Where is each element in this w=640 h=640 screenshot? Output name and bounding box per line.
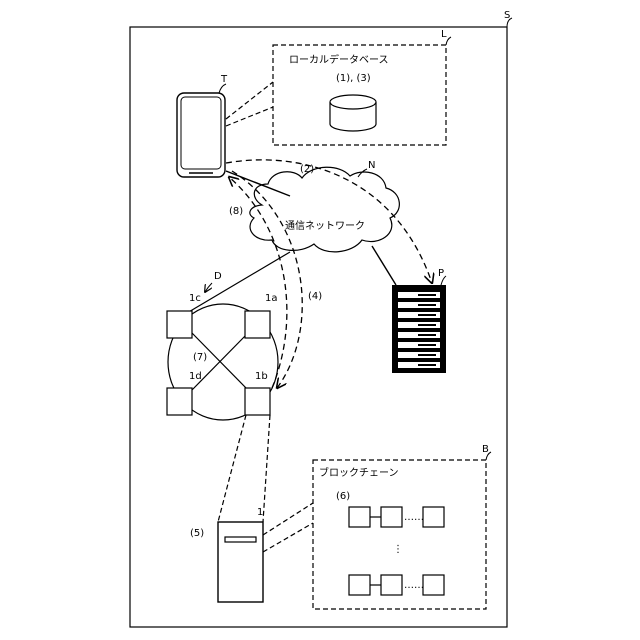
dist-network-ref-arrow <box>205 283 212 292</box>
node-1d-box <box>167 388 192 415</box>
block-row2-3 <box>423 575 444 595</box>
server-ref-label: P <box>438 268 444 279</box>
node-1c-box <box>167 311 192 338</box>
local-db-ref-leader <box>446 37 451 45</box>
flow-5-label: (5) <box>190 528 204 539</box>
terminal-ref-leader <box>219 84 226 93</box>
network-cloud <box>250 167 400 252</box>
node-1a-box <box>245 311 270 338</box>
flow-4-label: (4) <box>308 291 322 302</box>
dist-network-ref-label: D <box>214 271 222 282</box>
local-db-steps: (1), (3) <box>336 73 371 84</box>
node-1b-callout-right <box>263 415 270 522</box>
network-title: 通信ネットワーク <box>285 220 365 232</box>
flow-8-label: (8) <box>229 206 243 217</box>
database-cylinder-icon <box>330 95 376 131</box>
block-row2-1 <box>349 575 370 595</box>
local-db-ref-label: L <box>441 29 447 40</box>
server-rack-icon <box>392 285 446 373</box>
block-row1-2 <box>381 507 402 527</box>
chain-ellipsis-row1: …… <box>404 512 424 523</box>
node-main-label: 1 <box>257 507 263 518</box>
node-1b-callout-left <box>218 415 246 522</box>
node-blockchain-callout-lower <box>263 523 313 552</box>
blockchain-ref-label: B <box>482 444 489 455</box>
flow-2-label: (2) <box>300 164 314 175</box>
blockchain-title: ブロックチェーン <box>319 466 399 479</box>
flow-7-label: (7) <box>193 352 207 363</box>
terminal-db-callout-lower <box>226 107 273 126</box>
node-1b-box <box>245 388 270 415</box>
flow-6-label: (6) <box>336 491 350 502</box>
network-ref-label: N <box>368 160 375 171</box>
block-row1-1 <box>349 507 370 527</box>
node-blockchain-callout-upper <box>263 503 313 535</box>
node-1d-label: 1d <box>189 371 202 382</box>
node-1a-label: 1a <box>265 293 278 304</box>
network-server-link <box>372 246 396 285</box>
chain-vertical-ellipsis: ⋮ <box>393 544 403 555</box>
system-ref-label: S <box>504 10 510 21</box>
node-computer-icon <box>218 522 263 602</box>
block-row1-3 <box>423 507 444 527</box>
local-db-title: ローカルデータベース <box>289 53 389 66</box>
block-row2-2 <box>381 575 402 595</box>
chain-ellipsis-row2: …… <box>404 580 424 591</box>
terminal-phone-icon <box>177 93 225 177</box>
terminal-ref-label: T <box>220 74 228 85</box>
node-1c-label: 1c <box>189 293 201 304</box>
node-1b-label: 1b <box>255 371 268 382</box>
terminal-db-callout-upper <box>226 82 273 119</box>
